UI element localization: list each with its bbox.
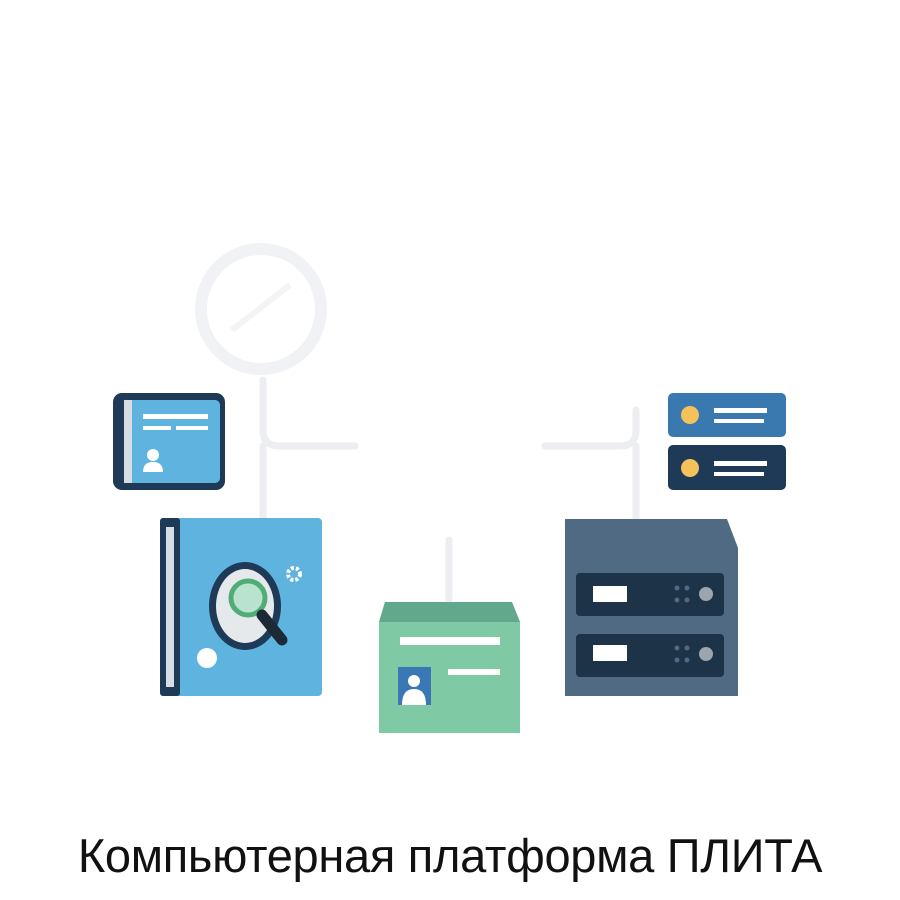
caption-title: Компьютерная платформа ПЛИТА	[77, 829, 823, 882]
search-circle-icon	[195, 243, 327, 375]
profile-card-icon	[379, 602, 520, 733]
server-list-icon	[668, 393, 786, 490]
book-search-icon	[160, 518, 322, 696]
connector-lines	[259, 376, 640, 604]
server-icon	[565, 519, 738, 696]
platform-illustration	[113, 243, 786, 733]
id-card-icon	[113, 393, 225, 490]
